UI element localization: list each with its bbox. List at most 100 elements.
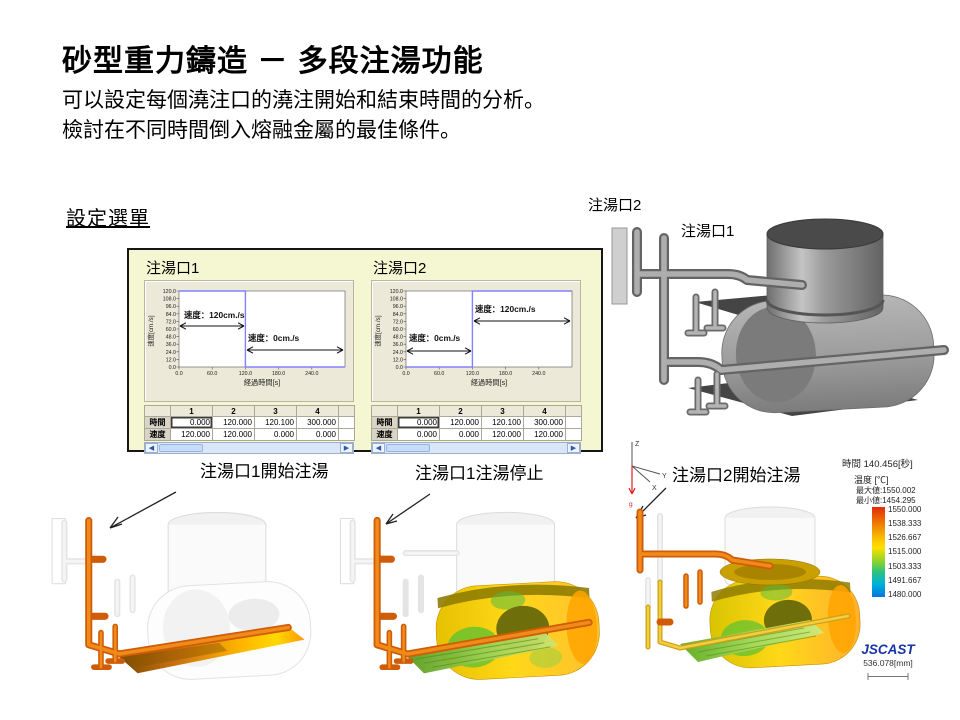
legend-gradient-bar	[872, 507, 885, 597]
legend-tick: 1503.333	[888, 561, 922, 571]
pour-schedule-table-port-2: 1 2 3 4 時間 0.000 120.000 120.100 300.000…	[371, 405, 582, 441]
y-tick: 72.0	[393, 319, 403, 325]
legend-min: 最小値:1454.295	[856, 495, 916, 505]
filled-drum	[435, 581, 600, 680]
velocity-series-line	[179, 290, 345, 368]
x-tick: 60.0	[434, 371, 444, 377]
jscast-logo: JSCAST	[861, 642, 915, 657]
scroll-left-arrow-icon[interactable]: ◀	[145, 443, 158, 453]
body-paragraph: 可以設定每個澆注口的澆注開始和結束時間的分析。 檢討在不同時間倒入熔融金屬的最佳…	[62, 86, 545, 146]
cell-speed-1[interactable]: 120.000	[170, 428, 213, 441]
cell-speed-2[interactable]: 120.000	[212, 428, 255, 441]
brand-block: JSCAST 536.078[mm]	[856, 642, 920, 686]
axis-x-label: X	[652, 485, 657, 492]
x-tick: 120.0	[466, 371, 479, 377]
col-header: 3	[254, 405, 297, 417]
y-tick: 36.0	[166, 342, 176, 348]
cell-speed-2[interactable]: 0.000	[439, 428, 482, 441]
scroll-left-arrow-icon[interactable]: ◀	[372, 443, 385, 453]
gating-pipes-highlight	[634, 229, 947, 383]
legend-tick: 1538.333	[888, 519, 922, 529]
page-title: 砂型重力鑄造 － 多段注湯功能	[62, 45, 484, 78]
cell-time-1[interactable]: 0.000	[397, 416, 440, 429]
stage-2-model	[339, 511, 600, 680]
col-header-partial	[338, 405, 355, 417]
horizontal-scrollbar[interactable]: ◀ ▶	[371, 442, 581, 454]
x-axis-label: 経過時間[s]	[244, 378, 280, 387]
gravity-arrow	[628, 466, 636, 495]
scroll-right-arrow-icon[interactable]: ▶	[567, 443, 580, 453]
body-line-2: 檢討在不同時間倒入熔融金屬的最佳條件。	[62, 119, 461, 142]
axis-z-label: Z	[635, 441, 640, 448]
y-axis-label: 速度[cm./s]	[373, 315, 382, 346]
corner-cell	[144, 405, 171, 417]
scrollbar-track[interactable]	[385, 443, 567, 453]
stage-2-label: 注湯口1注湯停止	[415, 464, 544, 483]
scroll-right-arrow-icon[interactable]: ▶	[340, 443, 353, 453]
y-tick: 36.0	[393, 342, 403, 348]
cell-time-3[interactable]: 120.100	[254, 416, 297, 429]
row-header-speed: 速度	[144, 428, 171, 441]
cell-time-3[interactable]: 120.100	[481, 416, 524, 429]
annotation-slow: 速度：0cm./s	[409, 333, 461, 343]
y-tick: 108.0	[390, 297, 403, 303]
y-tick: 24.0	[166, 350, 176, 356]
legend-time: 時間 140.456[秒]	[842, 459, 913, 470]
annotation-arrow-fast	[473, 317, 571, 325]
filled-sprue-runner-core	[86, 518, 291, 656]
y-tick: 84.0	[393, 312, 403, 318]
filled-posts-core	[684, 570, 702, 608]
cell-speed-4[interactable]: 0.000	[296, 428, 339, 441]
cell-speed-4[interactable]: 120.000	[523, 428, 566, 441]
axis-y-label: Y	[662, 473, 667, 480]
cell-time-4[interactable]: 300.000	[296, 416, 339, 429]
col-header: 2	[439, 405, 482, 417]
cell-time-1[interactable]: 0.000	[170, 416, 213, 429]
overview-port-2-label: 注湯口2	[588, 197, 642, 214]
cell-speed-3[interactable]: 0.000	[254, 428, 297, 441]
x-axis-label: 経過時間[s]	[471, 378, 507, 387]
scrollbar-thumb[interactable]	[159, 444, 203, 452]
pour-port-1-group: 注湯口1 120.0 108.0 96.0 84.0 72.0 60.0 48.…	[144, 257, 356, 454]
x-tick: 60.0	[207, 371, 217, 377]
velocity-series-line	[406, 290, 572, 368]
pour-port-1-label: 注湯口1	[146, 260, 200, 277]
y-axis-label: 速度[cm./s]	[146, 315, 155, 346]
scale-value: 536.078[mm]	[863, 658, 913, 668]
stage-1-model	[51, 511, 312, 680]
cell-speed-3[interactable]: 120.000	[481, 428, 524, 441]
ghost-pipes-core	[351, 521, 459, 582]
legend-max: 最大値:1550.002	[856, 486, 916, 495]
pour-port-2-group: 注湯口2 120.0 108.0 96.0 84.0 72.0 60.0 48.…	[371, 257, 583, 454]
scrollbar-track[interactable]	[158, 443, 340, 453]
legend-tick: 1550.000	[888, 505, 922, 514]
annotation-slow: 速度：0cm./s	[248, 333, 300, 343]
cell-partial	[338, 428, 355, 441]
y-tick: 60.0	[166, 327, 176, 333]
stage-1-label: 注湯口1開始注湯	[200, 462, 329, 481]
tick-marks	[176, 290, 313, 370]
cell-speed-1[interactable]: 0.000	[397, 428, 440, 441]
y-tick: 84.0	[166, 312, 176, 318]
cell-time-4[interactable]: 300.000	[523, 416, 566, 429]
pour-basin-plate	[611, 227, 628, 305]
col-header: 4	[296, 405, 339, 417]
y-tick: 12.0	[166, 357, 176, 363]
legend-tick: 1515.000	[888, 547, 922, 557]
filled-posts-core	[99, 625, 117, 669]
cell-time-2[interactable]: 120.000	[439, 416, 482, 429]
x-tick: 120.0	[239, 371, 252, 377]
axis-g-label: g	[629, 501, 633, 508]
pour-schedule-table-port-1: 1 2 3 4 時間 0.000 120.000 120.100 300.000…	[144, 405, 355, 441]
horizontal-scrollbar[interactable]: ◀ ▶	[144, 442, 354, 454]
row-header-speed: 速度	[371, 428, 398, 441]
rack-stripes	[415, 638, 551, 668]
body-line-1: 可以設定每個澆注口的澆注開始和結束時間的分析。	[62, 89, 545, 112]
cell-time-2[interactable]: 120.000	[212, 416, 255, 429]
col-header-partial	[565, 405, 582, 417]
cell-partial	[338, 416, 355, 429]
filled-posts-core	[388, 625, 405, 669]
scrollbar-thumb[interactable]	[386, 444, 430, 452]
cylinder-top	[766, 218, 884, 250]
y-tick: 96.0	[393, 304, 403, 310]
